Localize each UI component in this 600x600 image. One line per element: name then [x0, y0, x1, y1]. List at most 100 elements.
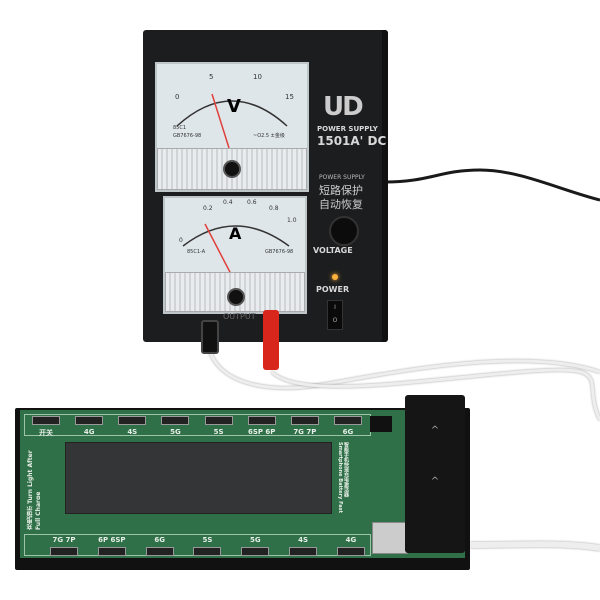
- indicator-text: 充电指示 Turn Light After Full Charge: [27, 450, 40, 530]
- connector-slot[interactable]: 5G: [241, 536, 270, 556]
- voltage-knob[interactable]: [329, 216, 359, 246]
- connector-label: 5S: [213, 428, 224, 436]
- connector-slot[interactable]: 4S: [289, 536, 318, 556]
- connector-slot[interactable]: 开关: [32, 416, 60, 438]
- connector-label: 7G 7P: [52, 536, 76, 544]
- connector-label: 4S: [298, 536, 309, 544]
- power-led: [332, 274, 338, 280]
- connector: [333, 416, 362, 425]
- ammeter-scale-label: 0.4: [223, 199, 233, 206]
- connector-label: 7G 7P: [293, 428, 317, 436]
- battery-clamp-block[interactable]: ^ ^: [405, 395, 465, 553]
- battery: [65, 442, 332, 514]
- power-supply: 0 5 10 15 V 85C1 GB7676-98 ~O2.5 ±金级 0 0…: [143, 30, 388, 370]
- connector: [204, 416, 233, 425]
- ammeter-adjust-screw: [227, 288, 245, 306]
- voltmeter-scale-label: 0: [175, 93, 180, 101]
- ammeter-needle: [204, 223, 234, 278]
- voltmeter-class: ~O2.5 ±金级: [253, 133, 285, 139]
- connector-slot[interactable]: 7G 7P: [290, 416, 319, 438]
- connector-slot[interactable]: 5G: [161, 416, 190, 438]
- connector-label: 4G: [83, 428, 95, 436]
- top-connector-row: 开关 4G 4S 5G 5S 6SP 6P 7G 7P 6G: [32, 416, 362, 438]
- ammeter-scale-label: 0: [179, 237, 183, 244]
- connector-label: 5S: [202, 536, 213, 544]
- output-label: OUTPUT: [223, 312, 256, 321]
- black-output-plug[interactable]: [201, 320, 219, 354]
- voltmeter-standard: GB7676-98: [173, 133, 202, 139]
- voltmeter-needle: [211, 93, 230, 148]
- connector: [145, 547, 174, 556]
- board-title-text: 智能手机快速充电激活器 Smartphone Battery Fast Char…: [338, 442, 349, 513]
- connector-label: 5G: [250, 536, 261, 544]
- white-cable-red-lead: [270, 368, 600, 421]
- usb-port[interactable]: [372, 522, 408, 554]
- connector: [289, 547, 318, 556]
- connector-label: 6P 6SP: [98, 536, 126, 544]
- connector-label: 4S: [127, 428, 138, 436]
- model-label: 1501A' DC: [317, 134, 387, 148]
- connector: [336, 547, 365, 556]
- connector: [161, 416, 190, 425]
- short-circuit-protection-label: 短路保护: [319, 184, 363, 197]
- white-cable-black-lead: [206, 339, 600, 390]
- connector: [290, 416, 319, 425]
- connector-label: 开关: [39, 429, 53, 437]
- connector: [118, 416, 147, 425]
- usb-cable: [469, 541, 600, 551]
- connector-slot[interactable]: 6SP 6P: [247, 416, 276, 438]
- connector-slot[interactable]: 6G: [145, 536, 174, 556]
- ammeter-standard: GB7676-98: [265, 249, 294, 255]
- voltmeter-adjust-screw: [223, 160, 241, 178]
- red-output-plug[interactable]: [263, 310, 279, 370]
- connector-slot[interactable]: 4G: [75, 416, 104, 438]
- power-supply-label: POWER SUPPLY: [319, 174, 365, 181]
- battery-activation-board: 开关 4G 4S 5G 5S 6SP 6P 7G 7P 6G 7G 7P 6P 6SP 6G 5S 5…: [15, 395, 470, 570]
- connector-label: 6G: [154, 536, 165, 544]
- ammeter-scale-label: 0.2: [203, 205, 213, 212]
- connector-slot[interactable]: 4G: [336, 536, 365, 556]
- voltage-label: VOLTAGE: [313, 246, 353, 255]
- voltmeter: 0 5 10 15 V 85C1 GB7676-98 ~O2.5 ±金级: [155, 62, 309, 192]
- connector: [97, 547, 126, 556]
- connector: [193, 547, 222, 556]
- connector: [32, 416, 60, 425]
- switch-off-mark: O: [332, 317, 338, 324]
- ic-chip: [370, 416, 392, 432]
- pcb: 开关 4G 4S 5G 5S 6SP 6P 7G 7P 6G 7G 7P 6P 6SP 6G 5S 5…: [20, 410, 465, 558]
- connector: [247, 416, 276, 425]
- ammeter-scale-label: 1.0: [287, 217, 297, 224]
- connector: [50, 547, 78, 556]
- voltmeter-unit: V: [227, 96, 241, 117]
- connector-slot[interactable]: 5S: [204, 416, 233, 438]
- connector-slot[interactable]: 5S: [193, 536, 222, 556]
- voltmeter-model: 85C1: [173, 125, 187, 131]
- connector-slot[interactable]: 7G 7P: [50, 536, 78, 556]
- ammeter-scale-label: 0.8: [269, 205, 279, 212]
- connector: [241, 547, 270, 556]
- connector-slot[interactable]: 6P 6SP: [97, 536, 126, 556]
- voltmeter-scale-label: 15: [285, 93, 294, 101]
- voltmeter-scale-label: 5: [209, 73, 214, 81]
- connector-label: 6G: [342, 428, 354, 436]
- power-cord: [384, 168, 600, 202]
- connector-slot[interactable]: 4S: [118, 416, 147, 438]
- arrow-mark: ^: [430, 476, 440, 487]
- auto-recovery-label: 自动恢复: [319, 198, 363, 211]
- ammeter: 0 0.2 0.4 0.6 0.8 1.0 A 85C1-A GB7676-98: [163, 196, 307, 314]
- connector-label: 5G: [170, 428, 181, 436]
- ammeter-scale-label: 0.6: [247, 199, 257, 206]
- power-label: POWER: [316, 285, 350, 294]
- voltmeter-scale-label: 10: [253, 73, 262, 81]
- connector-label: 6SP 6P: [247, 428, 276, 436]
- ammeter-unit: A: [229, 224, 242, 243]
- brand-logo: UD: [323, 92, 364, 122]
- ammeter-model: 85C1-A: [187, 249, 206, 255]
- arrow-mark: ^: [430, 425, 440, 436]
- connector-label: 4G: [345, 536, 357, 544]
- connector: [75, 416, 104, 425]
- bottom-connector-row: 7G 7P 6P 6SP 6G 5S 5G 4S 4G: [50, 536, 365, 556]
- connector-slot[interactable]: 6G: [333, 416, 362, 438]
